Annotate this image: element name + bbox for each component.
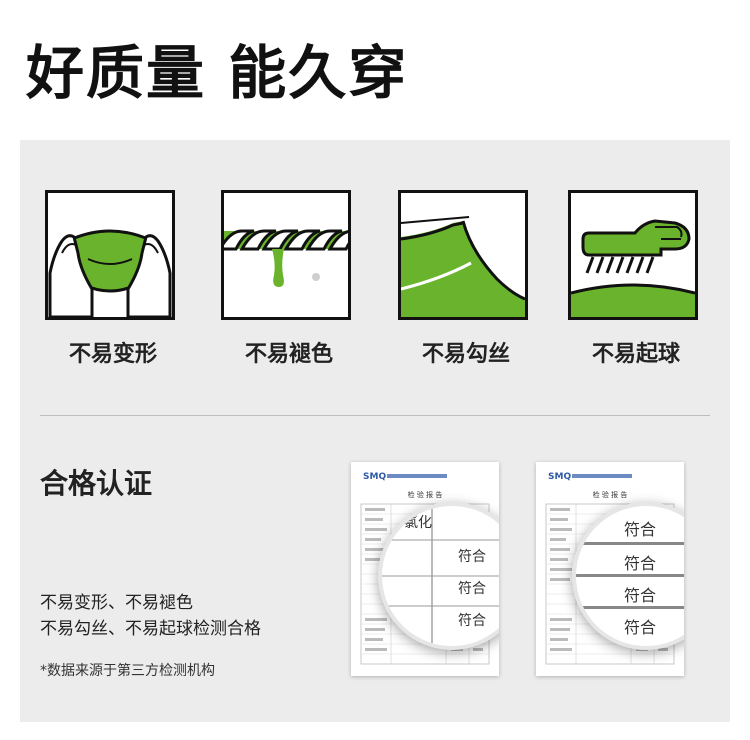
feature-label: 不易变形 [68,342,157,367]
feature-label: 不易勾丝 [421,342,510,367]
section-divider [40,415,710,416]
magnifier-lens: 符合 符合 符合 符合 [572,502,684,650]
feature-no-pilling: 不易起球 [568,190,704,368]
zoom-text: 符合 [458,581,486,597]
brush-pilling-icon [568,190,698,320]
test-report-document: SMQ 检 验 报 告 [351,462,499,676]
test-report-document: SMQ 检 验 报 告 [536,462,684,676]
certification-line: 不易勾丝、不易起球检测合格 [40,619,261,639]
feature-label: 不易褪色 [244,342,333,367]
report-heading: 检 验 报 告 [407,491,443,499]
report-brand: SMQ [548,472,572,482]
fabric-snag-icon [398,190,528,320]
feature-panel: 不易变形 不易褪色 [20,140,730,722]
zoom-text: 符合 [624,618,657,637]
page-title: 好质量 能久穿 [26,39,409,107]
certification-line: 不易变形、不易褪色 [40,593,193,613]
zoom-text: 氯化 [404,515,432,531]
feature-no-fade: 不易褪色 [221,190,357,368]
data-source-note: *数据来源于第三方检测机构 [40,663,215,679]
report-brand: SMQ [363,472,387,482]
zoom-text: 符合 [458,613,486,629]
zoom-text: 符合 [624,554,657,573]
zoom-text: 符合 [624,520,657,539]
feature-no-deform: 不易变形 [45,190,181,368]
feature-no-snag: 不易勾丝 [398,190,534,368]
zoom-text: 符合 [624,586,657,605]
magnifier-lens: 氯化 符合 符合 符合 [378,502,499,650]
hands-stretch-fabric-icon [45,190,175,320]
feature-label: 不易起球 [591,342,680,367]
report-heading: 检 验 报 告 [592,491,628,499]
rope-dripping-dye-icon [221,190,351,320]
certification-title: 合格认证 [40,467,153,500]
zoom-text: 符合 [458,549,486,565]
